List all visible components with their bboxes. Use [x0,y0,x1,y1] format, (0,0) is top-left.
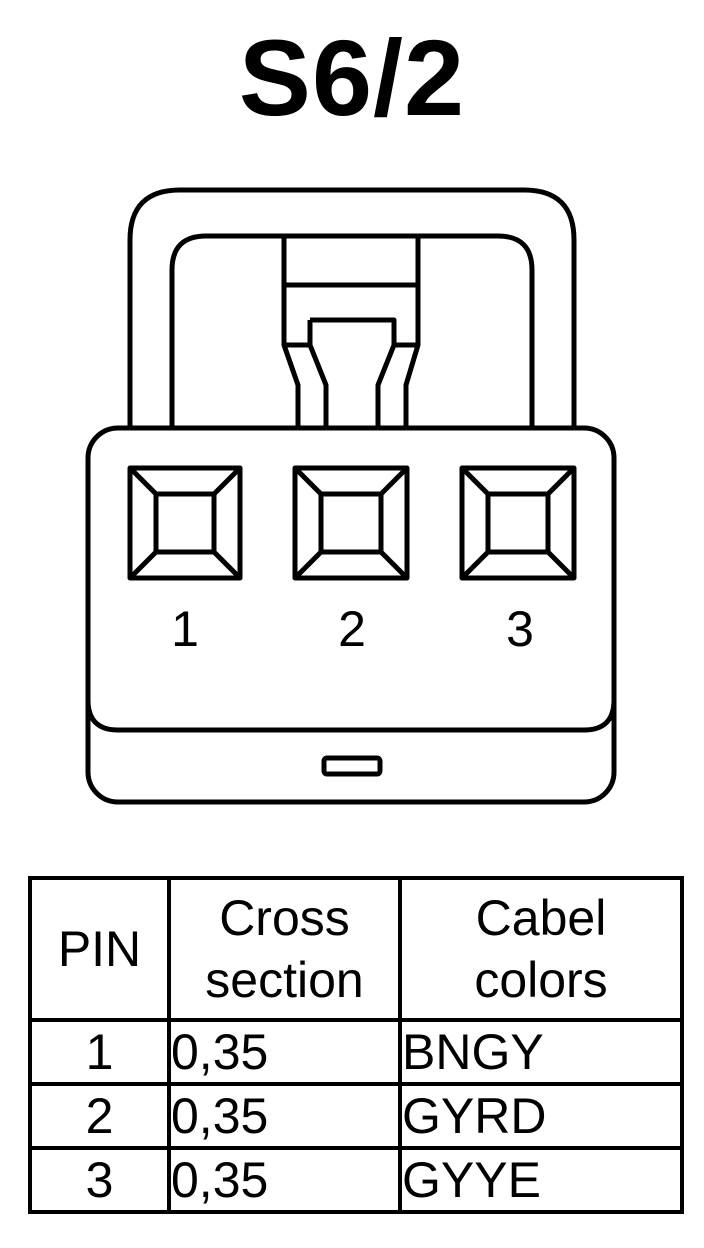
pin-table-header: PIN Cross section Cabel colors [28,876,684,1022]
pin-label-3: 3 [506,601,534,657]
pin-cavity-2 [292,465,410,581]
latch-bracket-outer [127,187,577,428]
header-cable-colors-line1: Cabel [475,890,607,946]
header-pin: PIN [28,876,171,1022]
table-row: 2 0,35 GYRD [28,1082,684,1150]
header-cross-section: Cross section [167,876,402,1022]
latch-block [281,236,421,288]
header-cable-colors: Cabel colors [398,876,684,1022]
polarization-slot [321,755,383,777]
pin-label-1: 1 [171,601,199,657]
header-cross-section-line1: Cross [219,890,350,946]
row-cable-color: GYYE [398,1146,684,1214]
connector-diagram: 1 2 3 [85,187,617,805]
row-cable-color: BNGY [398,1018,684,1086]
latch-tab [281,285,421,428]
table-row: 3 0,35 GYYE [28,1146,684,1214]
table-row: 1 0,35 BNGY [28,1018,684,1086]
connector-body-ledge [85,699,617,733]
row-pin: 1 [28,1018,171,1086]
row-pin: 2 [28,1082,171,1150]
connector-body [85,425,617,805]
pin-label-2: 2 [338,601,366,657]
row-cross-section: 0,35 [167,1146,402,1214]
header-cross-section-line2: section [205,952,364,1008]
latch-tongue [307,317,397,428]
header-cable-colors-line2: colors [474,952,608,1008]
latch-bracket-inner [169,233,535,428]
pin-table: PIN Cross section Cabel colors 1 0,35 BN… [28,876,684,1214]
row-pin: 3 [28,1146,171,1214]
row-cross-section: 0,35 [167,1082,402,1150]
pin-cavity-3 [459,465,577,581]
row-cross-section: 0,35 [167,1018,402,1086]
pin-cavity-1 [127,465,243,581]
row-cable-color: GYRD [398,1082,684,1150]
connector-title: S6/2 [238,17,466,138]
